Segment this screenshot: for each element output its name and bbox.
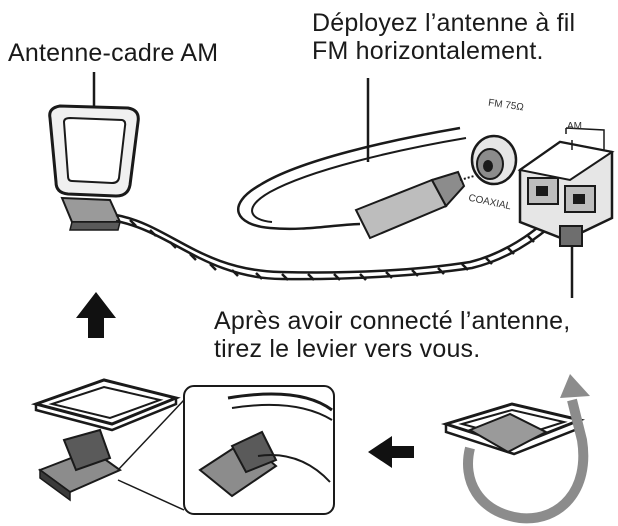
zoom-detail bbox=[117, 385, 335, 515]
am-loop-folded bbox=[30, 378, 181, 502]
lever-instruction: Après avoir connecté l’antenne, tirez le… bbox=[214, 307, 570, 363]
fm-wire-line-2: FM horizontalement. bbox=[312, 37, 544, 65]
am-loop-antenna bbox=[48, 72, 140, 231]
am-loop-antenna-label: Antenne-cadre AM bbox=[8, 39, 218, 67]
lever-line-2: tirez le levier vers vous. bbox=[214, 335, 481, 363]
up-arrow-icon bbox=[76, 292, 116, 338]
fm-coaxial-plug bbox=[354, 170, 475, 240]
coaxial-socket bbox=[470, 134, 518, 186]
am-loop-rotating bbox=[440, 374, 590, 524]
lever-line-1: Après avoir connecté l’antenne, bbox=[214, 307, 571, 335]
fm-wire-instruction: Déployez l’antenne à fil FM horizontalem… bbox=[312, 9, 575, 65]
am-terminal-label: AM bbox=[567, 121, 582, 132]
am-loop-text: Antenne-cadre AM bbox=[8, 39, 219, 67]
left-arrow-icon bbox=[368, 436, 414, 468]
antenna-terminal-block bbox=[517, 127, 615, 298]
rotate-arrow-icon bbox=[463, 398, 589, 524]
am-twisted-wire bbox=[115, 204, 567, 281]
fm-wire-antenna bbox=[237, 78, 518, 240]
fm-wire-line-1: Déployez l’antenne à fil bbox=[312, 9, 576, 37]
